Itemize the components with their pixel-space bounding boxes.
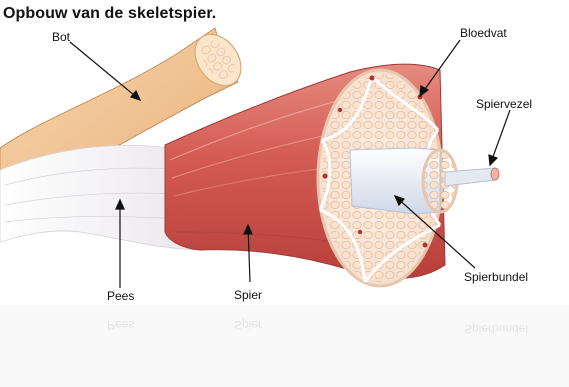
label-bloedvat: Bloedvat [460,26,507,40]
reflection-band [0,305,569,387]
leader-bot [70,42,140,100]
label-spierbundel: Spierbundel [464,270,528,284]
muscle-bundle [350,148,499,214]
diagram-title: Opbouw van de skeletspier. [3,5,216,23]
label-pees: Pees [107,289,134,303]
reflection-spierbundel: Spierbundel [464,322,528,336]
label-bot: Bot [52,30,70,44]
label-spiervezel: Spiervezel [476,97,532,111]
reflection-pees: Pees [107,318,134,332]
reflection-spier: Spier [234,318,262,332]
label-spier: Spier [234,288,262,302]
